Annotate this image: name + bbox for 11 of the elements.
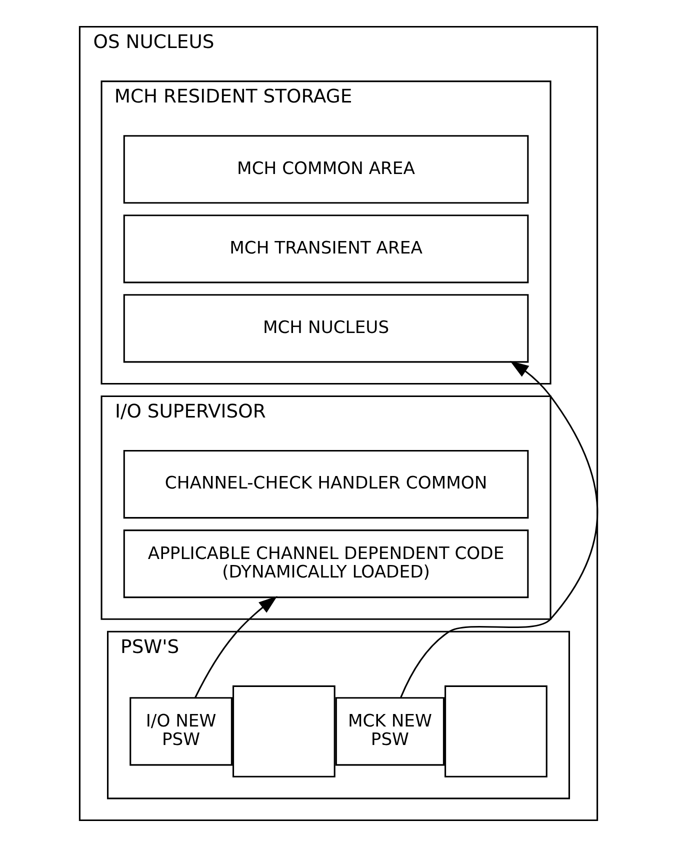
arrow — [400, 360, 598, 698]
node-box — [444, 685, 547, 778]
node-box: APPLICABLE CHANNEL DEPENDENT CODE (DYNAMICALLY LOADED) — [122, 530, 528, 598]
node-box: MCK NEW PSW — [334, 697, 444, 766]
arrow — [194, 596, 277, 698]
node-box: MCH NUCLEUS — [122, 294, 528, 363]
node-box: CHANNEL-CHECK HANDLER COMMON — [122, 450, 528, 519]
node-box — [232, 685, 335, 778]
node-box: MCH COMMON AREA — [122, 135, 528, 204]
node-box: MCH TRANSIENT AREA — [122, 214, 528, 284]
node-box: I/O NEW PSW — [129, 697, 232, 766]
